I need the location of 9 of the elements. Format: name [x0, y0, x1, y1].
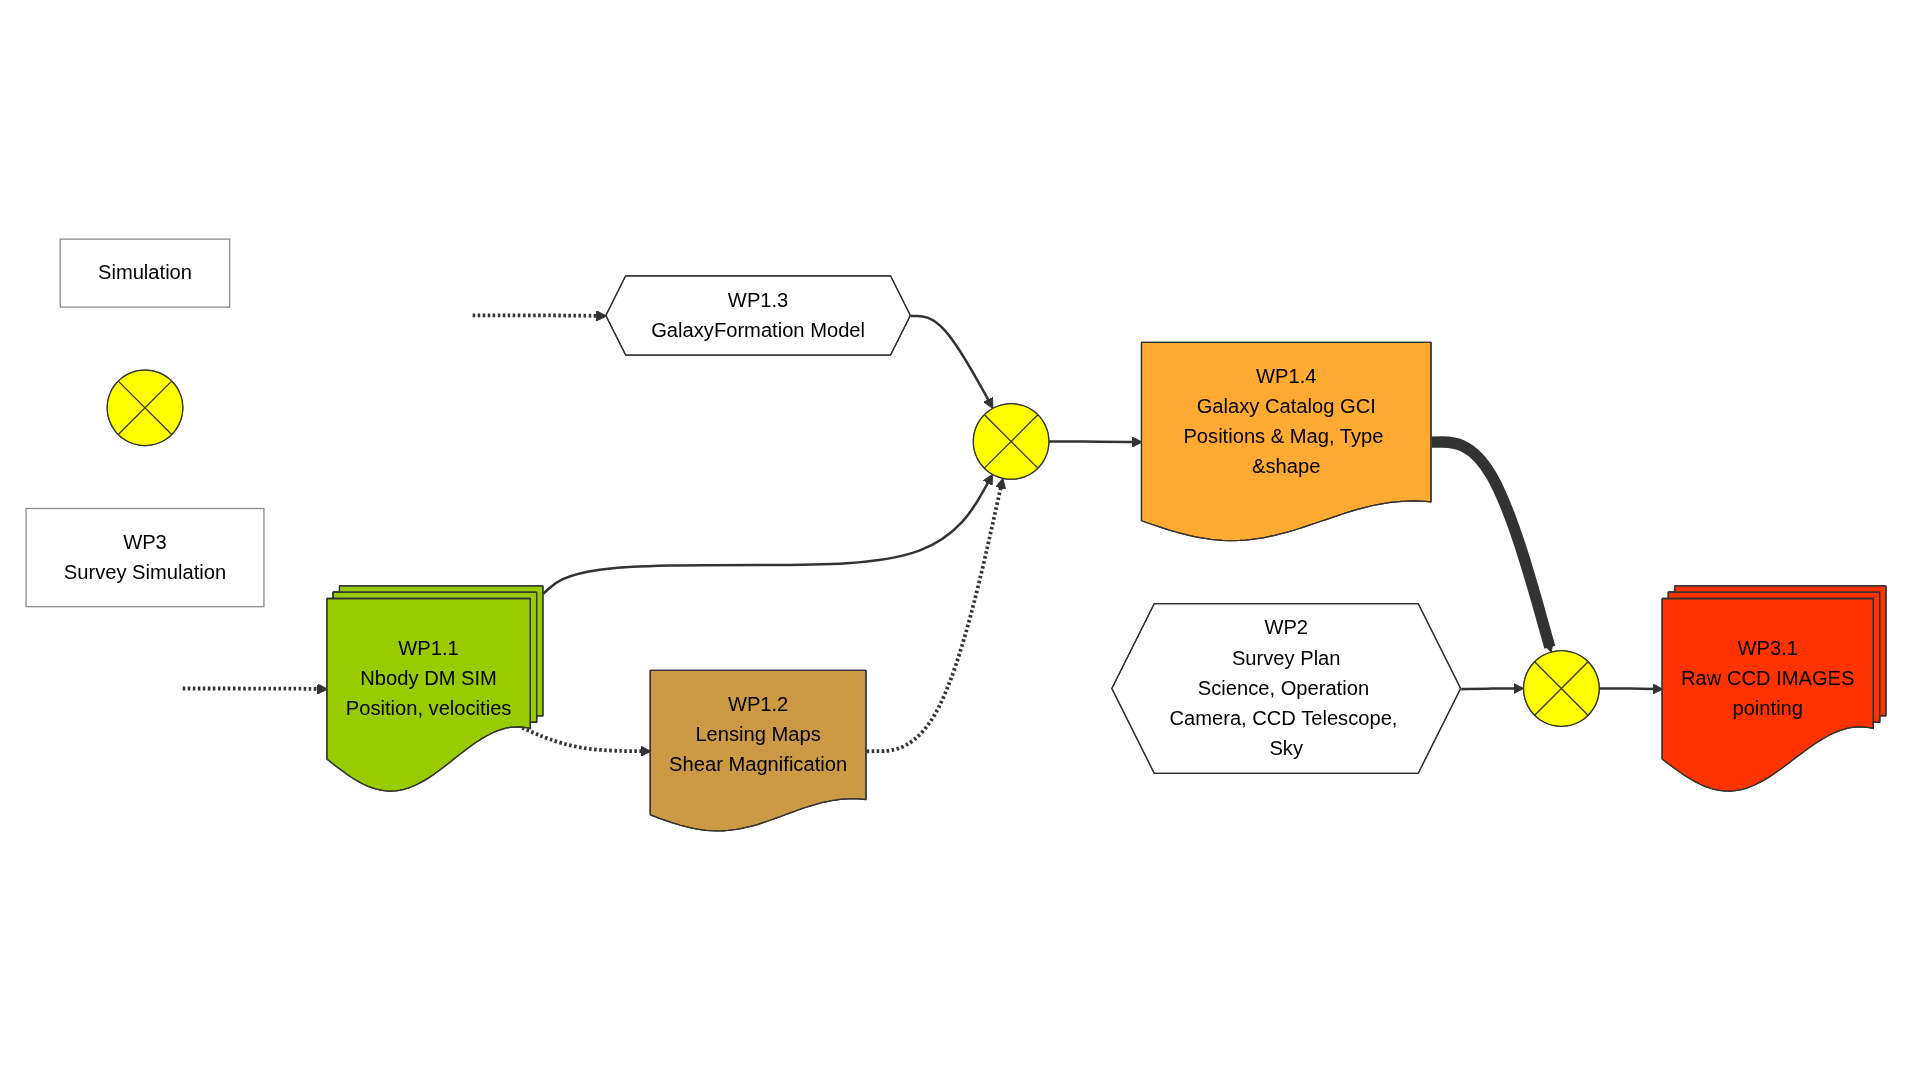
- arrow: [182, 682, 328, 694]
- arrow: [1048, 435, 1143, 448]
- arrow: [1599, 682, 1664, 694]
- arrow: [866, 477, 1007, 753]
- arrow: [472, 309, 607, 321]
- node-box: Simulation: [59, 238, 231, 308]
- arrow: [910, 314, 994, 409]
- arrow: [542, 473, 994, 594]
- node-box: WP3 Survey Simulation: [25, 507, 265, 607]
